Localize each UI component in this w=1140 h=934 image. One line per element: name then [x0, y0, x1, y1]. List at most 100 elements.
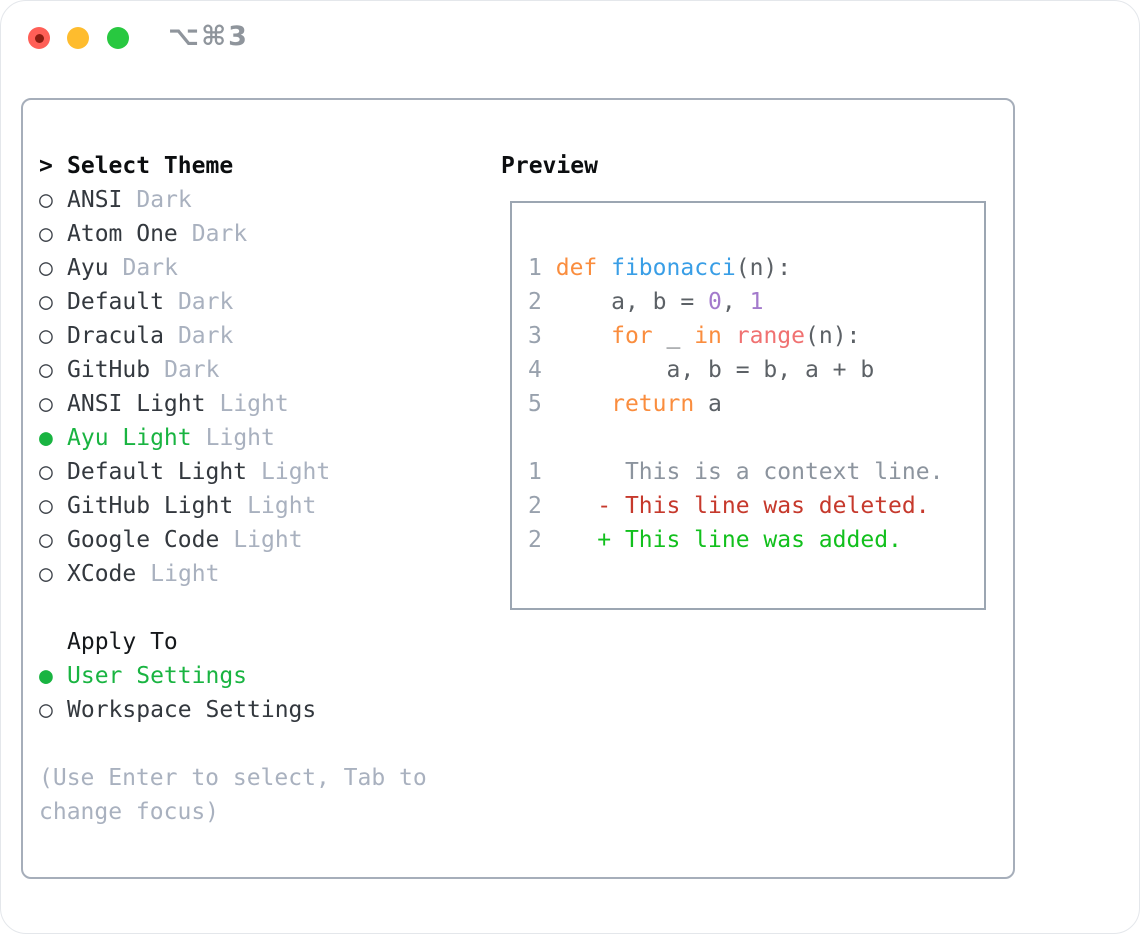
- theme-name: ANSI: [67, 187, 123, 213]
- code-token: [542, 255, 556, 281]
- line-number: 2: [528, 493, 542, 519]
- code-token: a, b = b, a + b: [541, 357, 875, 383]
- help-text: (Use Enter to select, Tab to change focu…: [39, 761, 427, 829]
- theme-option-ansi[interactable]: ○ ANSI Dark: [39, 183, 427, 217]
- theme-option-default-light[interactable]: ○ Default Light Light: [39, 455, 427, 489]
- minimize-button[interactable]: [67, 27, 89, 49]
- apply-to-header: Apply To: [39, 625, 427, 659]
- theme-variant-tag: Dark: [164, 357, 220, 383]
- code-token: _: [652, 323, 695, 349]
- theme-variant-tag: Light: [150, 561, 220, 587]
- line-number: 1: [528, 255, 542, 281]
- radio-icon: ○: [39, 187, 53, 213]
- theme-variant-tag: Light: [233, 527, 303, 553]
- radio-icon: ○: [39, 323, 53, 349]
- radio-icon: ○: [39, 289, 53, 315]
- radio-selected-icon: ●: [39, 425, 53, 451]
- code-token: - This line was deleted.: [541, 493, 930, 519]
- titlebar: ⌥⌘3: [1, 1, 1139, 75]
- preview-line: 2 a, b = 0, 1: [528, 285, 984, 319]
- select-theme-label: Select Theme: [67, 153, 234, 179]
- radio-icon: ○: [39, 459, 53, 485]
- code-token: in: [694, 323, 722, 349]
- theme-option-default[interactable]: ○ Default Dark: [39, 285, 427, 319]
- theme-name: GitHub Light: [67, 493, 234, 519]
- apply-option-label: User Settings: [67, 663, 248, 689]
- line-number: 2: [528, 527, 542, 553]
- code-token: (n):: [805, 323, 861, 349]
- apply-option-workspace-settings[interactable]: ○ Workspace Settings: [39, 693, 427, 727]
- apply-option-user-settings[interactable]: ● User Settings: [39, 659, 427, 693]
- zoom-button[interactable]: [107, 27, 129, 49]
- theme-variant-tag: Dark: [122, 255, 178, 281]
- code-token: 1: [749, 289, 764, 315]
- theme-name: Default Light: [67, 459, 248, 485]
- code-token: a: [694, 391, 722, 417]
- close-button[interactable]: [28, 27, 50, 49]
- spacer: [39, 727, 427, 761]
- code-token: [542, 323, 611, 349]
- radio-icon: ○: [39, 357, 53, 383]
- radio-selected-icon: ●: [39, 663, 53, 689]
- spacer: [39, 591, 427, 625]
- theme-name: Ayu Light: [67, 425, 192, 451]
- close-dot-icon: [34, 33, 44, 43]
- code-token: for: [611, 323, 653, 349]
- radio-icon: ○: [39, 527, 53, 553]
- theme-variant-tag: Light: [247, 493, 317, 519]
- radio-icon: ○: [39, 255, 53, 281]
- help-line-1: (Use Enter to select, Tab to: [39, 765, 427, 791]
- preview-line: 1 def fibonacci(n):: [528, 251, 984, 285]
- line-number: 4: [528, 357, 542, 383]
- code-token: fibonacci: [611, 255, 736, 281]
- theme-variant-tag: Dark: [136, 187, 192, 213]
- line-number: 2: [528, 289, 542, 315]
- theme-option-github-light[interactable]: ○ GitHub Light Light: [39, 489, 427, 523]
- theme-variant-tag: Dark: [191, 221, 248, 247]
- code-token: 0: [708, 289, 722, 315]
- theme-name: Google Code: [67, 527, 220, 553]
- line-number: 3: [528, 323, 542, 349]
- window-title: ⌥⌘3: [168, 21, 249, 52]
- preview-line: 5 return a: [528, 387, 984, 421]
- code-token: ,: [721, 289, 750, 315]
- code-token: range: [735, 323, 806, 349]
- theme-name: Dracula: [67, 323, 164, 349]
- theme-name: Atom One: [67, 221, 178, 247]
- code-token: (n):: [735, 255, 792, 281]
- code-token: a, b =: [541, 289, 709, 315]
- theme-option-xcode[interactable]: ○ XCode Light: [39, 557, 427, 591]
- theme-name: XCode: [67, 561, 137, 587]
- code-token: [722, 323, 736, 349]
- line-number: 5: [528, 391, 542, 417]
- help-line-2: change focus): [39, 799, 220, 825]
- code-token: [542, 391, 611, 417]
- select-theme-header: > Select Theme: [39, 149, 427, 183]
- theme-variant-tag: Dark: [177, 289, 234, 315]
- theme-variant-tag: Light: [261, 459, 331, 485]
- theme-name: Default: [67, 289, 164, 315]
- radio-icon: ○: [39, 697, 53, 723]
- code-token: + This line was added.: [541, 527, 902, 553]
- preview-line: 2 + This line was added.: [528, 523, 984, 557]
- theme-option-google-code[interactable]: ○ Google Code Light: [39, 523, 427, 557]
- apply-to-list: ● User Settings ○ Workspace Settings: [39, 659, 427, 727]
- preview-line: 3 for _ in range(n):: [528, 319, 984, 353]
- radio-icon: ○: [39, 493, 53, 519]
- radio-icon: ○: [39, 391, 53, 417]
- radio-icon: ○: [39, 561, 53, 587]
- code-token: return: [611, 391, 695, 417]
- apply-option-label: Workspace Settings: [67, 697, 317, 723]
- theme-name: ANSI Light: [67, 391, 206, 417]
